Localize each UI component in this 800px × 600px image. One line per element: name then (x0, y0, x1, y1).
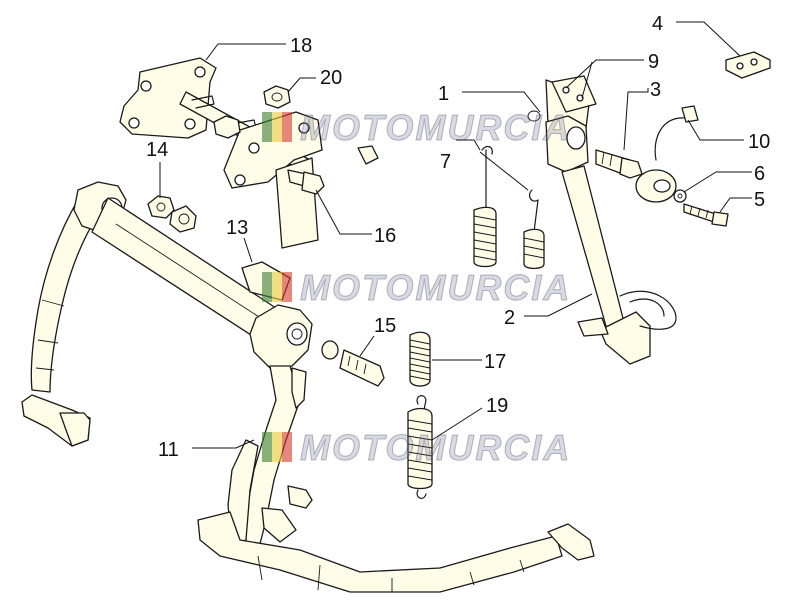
nut-part (213, 85, 291, 139)
callout-17: 17 (484, 351, 506, 373)
center-stand-part (21, 181, 595, 593)
callout-20: 20 (320, 67, 342, 89)
spring-part (409, 331, 431, 387)
side-stand-part (527, 79, 677, 365)
callout-19: 19 (486, 395, 508, 417)
callout-2: 2 (504, 307, 515, 329)
clip-block-part (725, 51, 771, 79)
side-springs-part (473, 145, 545, 270)
callout-4: 4 (652, 13, 663, 35)
leader-lines (159, 21, 752, 449)
callout-14: 14 (146, 139, 168, 161)
nut-spacer-part (147, 195, 197, 233)
svg-text:MOTOMURCIA: MOTOMURCIA (300, 427, 571, 468)
callout-15: 15 (374, 315, 396, 337)
screw-part (683, 203, 729, 227)
bolt-part (287, 145, 379, 195)
callout-13: 13 (226, 217, 248, 239)
watermark-logo: MOTOMURCIA (262, 107, 571, 149)
kill-switch-part (635, 105, 699, 203)
hook-spring-part (407, 395, 433, 499)
svg-text:MOTOMURCIA: MOTOMURCIA (300, 107, 571, 148)
callouts: 1 2 3 4 5 6 7 9 10 11 13 14 15 16 17 18 … (146, 13, 770, 461)
shim-plate-part (551, 75, 597, 113)
callout-10: 10 (748, 131, 770, 153)
callout-1: 1 (438, 83, 449, 105)
washer-part (673, 189, 687, 203)
pivot-bolt-part (321, 340, 385, 387)
callout-7: 7 (440, 151, 451, 173)
svg-text:MOTOMURCIA: MOTOMURCIA (300, 267, 571, 308)
callout-9: 9 (648, 51, 659, 73)
watermark-logo: MOTOMURCIA (262, 427, 571, 469)
callout-11: 11 (158, 439, 179, 461)
callout-16: 16 (374, 225, 396, 247)
callout-3: 3 (650, 79, 661, 101)
watermark: MOTOMURCIA MOTOMURCIA MOTOMURCIA (262, 107, 571, 469)
callout-18: 18 (290, 35, 312, 57)
callout-5: 5 (754, 189, 765, 211)
stand-bolt-part (595, 149, 643, 179)
watermark-logo: MOTOMURCIA (262, 267, 571, 309)
callout-6: 6 (754, 163, 765, 185)
